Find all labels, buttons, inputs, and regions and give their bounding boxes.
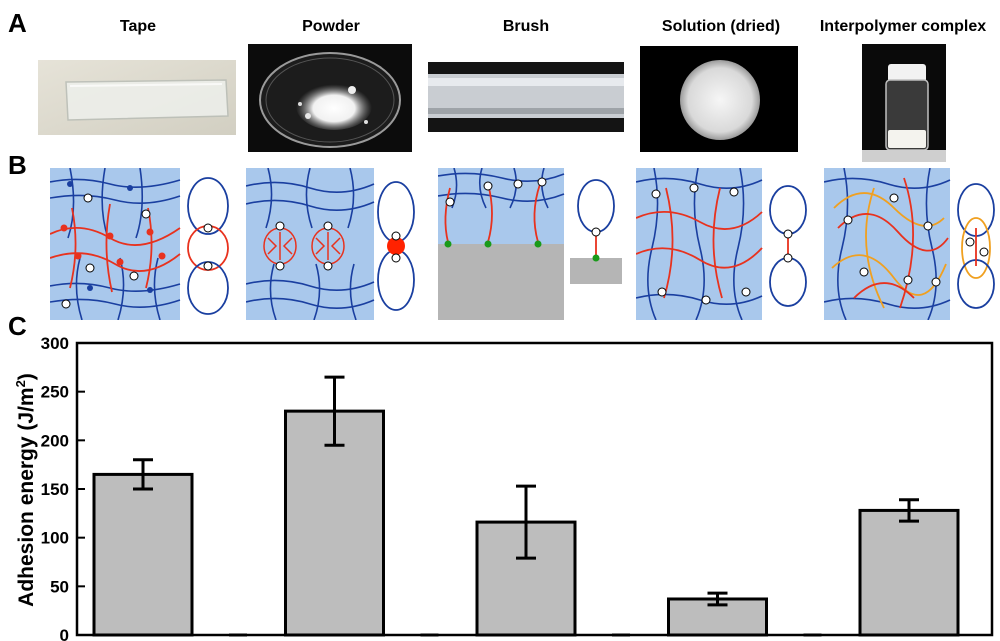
column-title-complex: Interpolymer complex	[819, 18, 987, 35]
photo-powder	[248, 44, 412, 152]
schematic-complex	[824, 168, 995, 320]
panel-a-letter: A	[8, 8, 27, 38]
photo-tape	[38, 60, 236, 135]
column-title-brush: Brush	[502, 18, 550, 35]
y-tick-label: 250	[41, 383, 69, 402]
column-title-tape: Tape	[119, 18, 157, 35]
adhesion-energy-bar-chart: Adhesion energy (J/m2) 0 50 100 150 200 250 30…	[13, 334, 994, 641]
bar	[284, 409, 385, 637]
y-tick-label: 50	[50, 577, 69, 596]
column-title-solution: Solution (dried)	[661, 18, 781, 35]
y-tick-label: 300	[41, 334, 69, 353]
y-tick-label: 0	[60, 626, 69, 641]
schematic-powder	[246, 168, 415, 320]
column-title-powder: Powder	[302, 18, 360, 35]
bar	[92, 472, 194, 637]
y-tick-label: 100	[41, 529, 69, 548]
y-tick-label: 150	[41, 480, 69, 499]
panel-c-letter: C	[8, 311, 27, 341]
y-axis-label: Adhesion energy (J/m2)	[13, 373, 38, 607]
photo-solution	[640, 46, 798, 152]
schematic-tape	[50, 168, 229, 320]
photo-complex	[862, 44, 946, 162]
schematic-brush	[438, 168, 622, 320]
bar	[858, 508, 960, 637]
panel-b-letter: B	[8, 150, 27, 180]
y-tick-label: 200	[41, 431, 69, 450]
photo-brush	[428, 62, 624, 132]
schematic-solution	[636, 168, 807, 320]
